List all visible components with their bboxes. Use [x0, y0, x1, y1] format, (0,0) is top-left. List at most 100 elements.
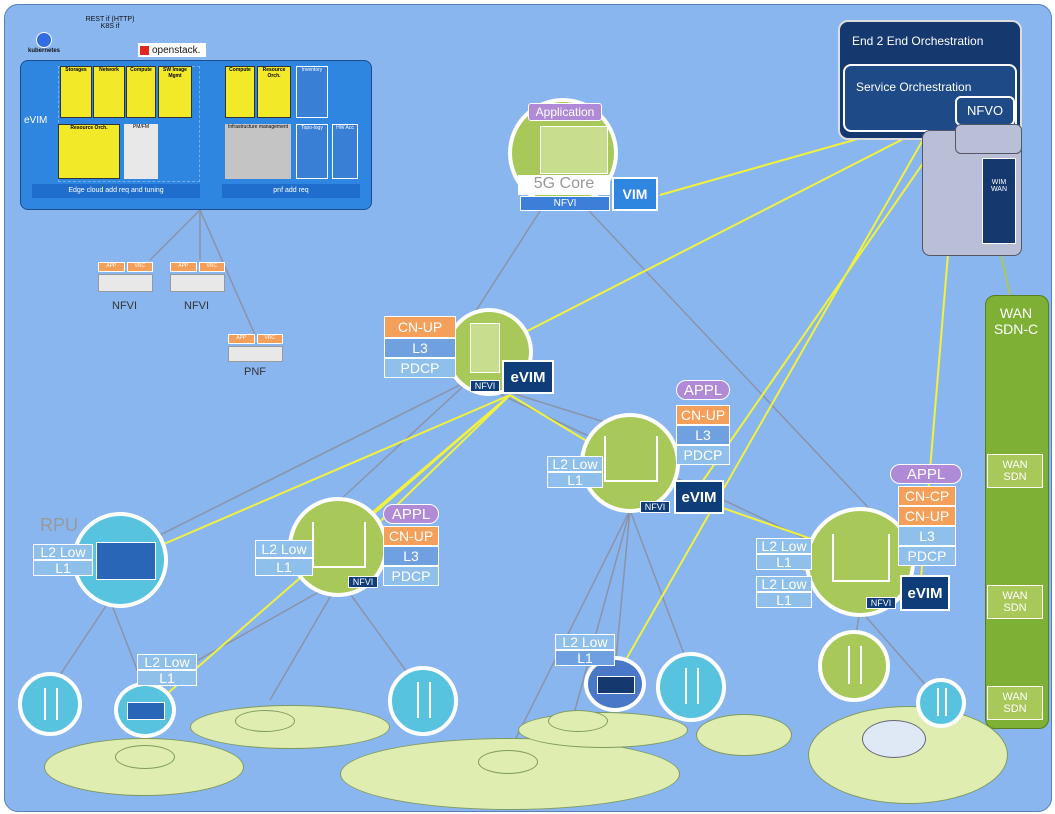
regional-nfvi: NFVI	[470, 380, 500, 392]
5g-core-label: 5G Core	[518, 175, 610, 195]
small-server-icon-left	[127, 702, 165, 720]
core-nfvi-label: NFVI	[520, 196, 610, 211]
coverage-area-5	[696, 714, 792, 756]
house-icon-middle	[604, 436, 658, 482]
coverage-area-3	[340, 738, 680, 810]
edge-right-l3: L3	[898, 526, 956, 546]
edge-right-cn-up: CN-UP	[898, 506, 956, 526]
regional-cn-up: CN-UP	[384, 316, 456, 338]
edge-cloud-footer: Edge cloud add req and tuning	[32, 184, 200, 198]
edge-middle-l3: L3	[676, 425, 730, 445]
nfvo-extension	[955, 124, 1022, 154]
edge-right-pdcp: PDCP	[898, 546, 956, 566]
antenna-icon-5	[937, 688, 947, 716]
rest-if-label: REST if (HTTP)	[85, 16, 135, 23]
small-cell-area-4	[548, 710, 608, 732]
resource-orch-box: Resource Orch.	[58, 124, 120, 179]
hw-acc-box: HW Acc	[332, 124, 358, 179]
antenna-cell-1	[18, 672, 82, 736]
infrastructure-management-box: Infrastructure management	[225, 124, 291, 179]
edge-middle-appl: APPL	[676, 380, 730, 400]
pnf-add-req-footer: pnf add req	[222, 184, 360, 198]
wan-title: WAN	[999, 305, 1033, 321]
e2e-orchestration-label: End 2 End Orchestration	[852, 34, 984, 48]
link-core-right	[559, 179, 881, 521]
sdn-c-title: SDN-C	[993, 321, 1039, 337]
edge-middle-nfvi: NFVI	[640, 501, 670, 513]
small-cell-area-3	[478, 750, 538, 774]
nfvi-label-1: NFVI	[112, 300, 138, 312]
edge-left-l1: L1	[255, 558, 313, 576]
edge-right-l1-b: L1	[756, 592, 812, 608]
network-box: Network	[93, 66, 125, 118]
antenna-icon-1	[44, 688, 58, 720]
edge-right-appl: APPL	[890, 464, 962, 484]
regional-server-icon	[470, 323, 500, 373]
evim-panel-label: eVIM	[24, 115, 48, 126]
house-icon-right	[832, 534, 890, 582]
factory-icon	[862, 720, 926, 758]
edge-middle-evim[interactable]: eVIM	[674, 480, 724, 514]
rpu-l2-low: L2 Low	[33, 544, 93, 560]
antenna-icon-4	[848, 646, 862, 684]
nfvo-box: NFVO	[955, 96, 1015, 126]
edge-left-nfvi: NFVI	[348, 576, 378, 588]
small-server-icon-mid	[597, 676, 635, 694]
nfvi-label-2: NFVI	[184, 300, 210, 312]
kubernetes-icon	[36, 32, 52, 48]
antenna-cell-2	[388, 666, 458, 736]
rpu-label: RPU	[40, 515, 79, 535]
pnf-label: PNF	[244, 366, 266, 378]
edge-left-l2-low: L2 Low	[255, 540, 313, 558]
small-cell-area-2	[235, 710, 295, 732]
cell-mid-l2-low: L2 Low	[555, 634, 615, 650]
antenna-icon-2	[417, 682, 431, 718]
edge-left-pdcp: PDCP	[383, 566, 439, 586]
wim-wan-box: WIM WAN	[982, 158, 1016, 244]
regional-pdcp: PDCP	[384, 358, 456, 378]
cell-left-l2-low: L2 Low	[137, 654, 197, 670]
edge-middle-cn-up: CN-UP	[676, 405, 730, 425]
core-server-icon	[540, 126, 608, 174]
vim-box: VIM	[612, 177, 658, 211]
resource-orch-box-right: Resource Orch.	[257, 66, 291, 118]
storages-box: Storages	[60, 66, 92, 118]
wan-sdn-c-column	[985, 295, 1049, 729]
compute-box: Compute	[126, 66, 156, 118]
edge-right-l1-a: L1	[756, 554, 812, 570]
antenna-cell-3	[656, 652, 726, 722]
edge-left-appl: APPL	[383, 504, 439, 524]
regional-evim[interactable]: eVIM	[502, 360, 554, 394]
house-icon-left	[312, 522, 366, 568]
link-regional-rpu	[109, 379, 471, 561]
edge-left-cn-up: CN-UP	[383, 526, 439, 546]
service-orchestration-label: Service Orchestration	[856, 80, 972, 94]
edge-right-evim[interactable]: eVIM	[900, 575, 950, 611]
sw-image-mgmt-box: SW Image Mgmt	[158, 66, 192, 118]
edge-right-l2-low-a: L2 Low	[756, 538, 812, 554]
edge-right-nfvi: NFVI	[866, 597, 896, 609]
application-label: Application	[528, 103, 602, 121]
k8s-if-label: K8S if	[100, 23, 120, 30]
regional-l3: L3	[384, 338, 456, 358]
pmfm-box: PM/FM	[124, 124, 158, 179]
antenna-icon-3	[685, 668, 699, 704]
compute-box-right: Compute	[225, 66, 255, 118]
kubernetes-logo: kubernetes	[22, 32, 66, 54]
edge-left-l3: L3	[383, 546, 439, 566]
antenna-cell-4	[818, 630, 890, 702]
edge-middle-l1: L1	[547, 472, 603, 488]
edge-right-node	[805, 507, 915, 617]
openstack-icon	[140, 45, 149, 55]
topology-box: Topo-logy	[296, 124, 328, 179]
openstack-logo: openstack.	[138, 43, 206, 57]
cell-left-l1: L1	[137, 670, 197, 686]
edge-right-l2-low-b: L2 Low	[756, 576, 812, 592]
cell-mid-l1: L1	[555, 650, 615, 666]
